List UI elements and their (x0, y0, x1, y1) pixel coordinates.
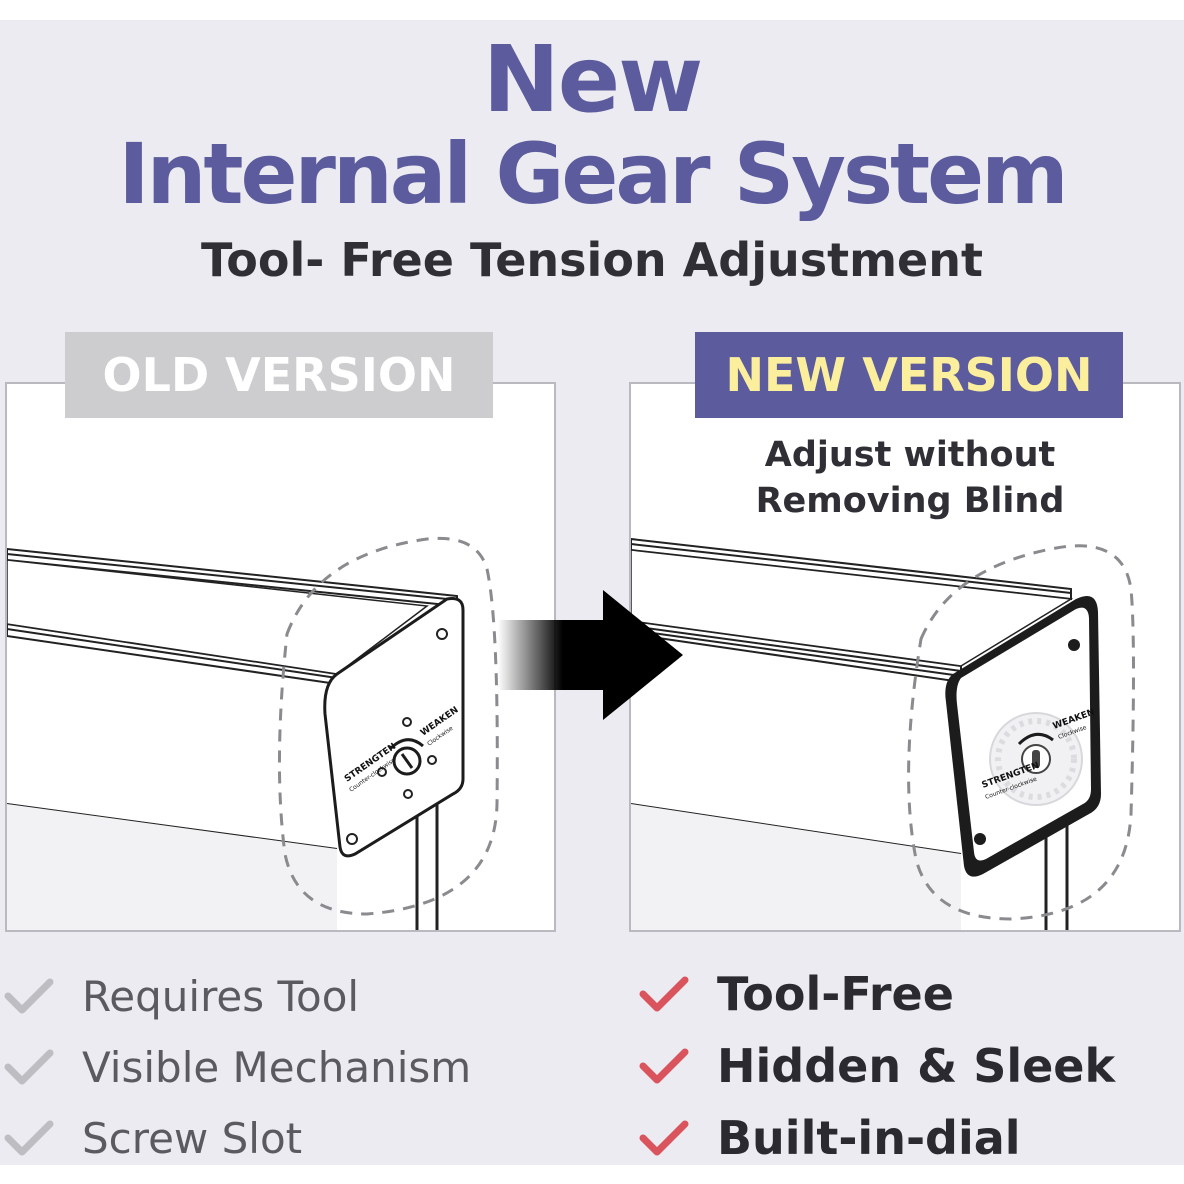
new-caption-line1: Adjust without (764, 435, 1056, 475)
new-version-panel: STRENGTEN Counter-clockwise WEAKEN Clock… (629, 382, 1181, 932)
old-version-panel: STRENGTEN Counter-clockwise WEAKEN Clock… (5, 382, 556, 932)
new-feature-text: Built-in-dial (717, 1111, 1021, 1165)
old-feature-text: Screw Slot (82, 1113, 303, 1163)
new-feature-text: Tool-Free (717, 967, 954, 1021)
new-feature-row: Built-in-dial (635, 1108, 1021, 1165)
check-icon (639, 1120, 689, 1156)
check-icon (4, 1120, 54, 1156)
new-feature-row: Hidden & Sleek (635, 1036, 1115, 1096)
new-feature-text: Hidden & Sleek (717, 1039, 1116, 1093)
new-version-label: NEW VERSION (695, 332, 1123, 418)
subtitle: Tool- Free Tension Adjustment (201, 233, 983, 287)
check-icon (639, 1048, 689, 1084)
old-feature-row: Requires Tool (0, 966, 359, 1026)
new-blind-illustration: STRENGTEN Counter-clockwise WEAKEN Clock… (631, 537, 1135, 930)
check-icon (639, 976, 689, 1012)
headline-internal-gear-system: Internal Gear System (118, 125, 1068, 223)
infographic-canvas: New Internal Gear System Tool- Free Tens… (0, 20, 1184, 1165)
old-feature-row: Visible Mechanism (0, 1037, 471, 1097)
new-feature-row: Tool-Free (635, 964, 954, 1024)
check-icon (4, 978, 54, 1014)
new-caption-line2: Removing Blind (755, 481, 1065, 521)
check-icon (4, 1049, 54, 1085)
headline-new: New (482, 26, 703, 133)
old-blind-illustration: STRENGTEN Counter-clockwise WEAKEN Clock… (7, 536, 499, 930)
old-feature-row: Screw Slot (0, 1108, 302, 1165)
old-feature-text: Visible Mechanism (82, 1042, 472, 1092)
right-arrow-icon (498, 590, 683, 720)
old-feature-text: Requires Tool (82, 971, 360, 1021)
old-version-label: OLD VERSION (65, 332, 493, 418)
